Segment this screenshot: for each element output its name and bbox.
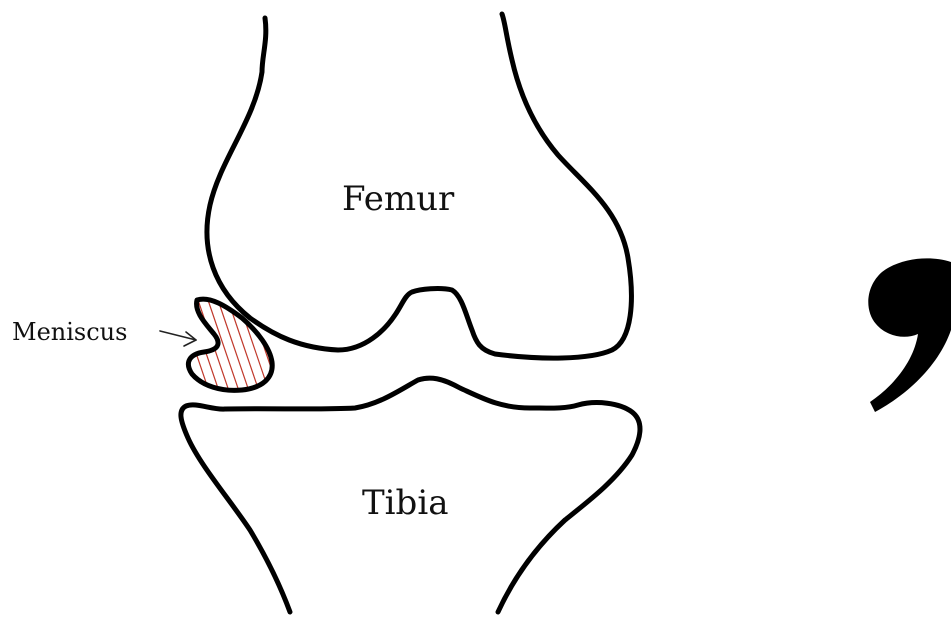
comma-mark-icon — [868, 258, 951, 412]
meniscus-outline — [188, 299, 272, 390]
hatch-line — [248, 300, 282, 400]
meniscus — [178, 299, 292, 400]
meniscus-label: Meniscus — [12, 318, 127, 346]
arrow-right-icon — [160, 331, 196, 346]
tibia-label: Tibia — [362, 483, 448, 523]
femur-label: Femur — [342, 179, 455, 219]
